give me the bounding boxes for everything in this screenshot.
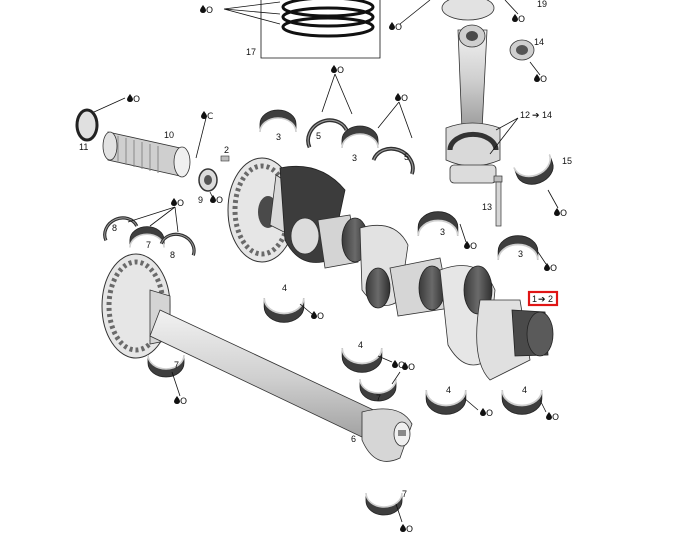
callout-4d: 4 (522, 385, 527, 395)
svg-text:O: O (317, 312, 324, 322)
callout-3c: 3 (440, 227, 445, 237)
thrust-washer-5b (374, 143, 418, 174)
callout-15: 15 (562, 156, 572, 166)
thrust-washer-5a (302, 114, 347, 148)
oil-seal (75, 108, 99, 142)
oil-callout-14: O (534, 74, 547, 85)
oil-callout-4a: O (311, 311, 324, 322)
oil-callout-top-right: O (512, 14, 525, 25)
svg-text:O: O (337, 66, 344, 76)
piston-pin-bushing (509, 39, 535, 61)
callout-10: 10 (164, 130, 174, 140)
callout-3a: 3 (276, 132, 281, 142)
svg-text:O: O (216, 196, 223, 206)
callout-17: 17 (246, 47, 256, 57)
grease-callout-10: C (201, 111, 213, 122)
callout-3b: 3 (352, 153, 357, 163)
callout-19: 19 (537, 0, 547, 9)
main-bearing-3a (258, 108, 298, 134)
balance-shaft (101, 253, 413, 462)
svg-text:O: O (552, 413, 559, 423)
callout-7a: 7 (146, 240, 151, 250)
svg-text:O: O (206, 6, 213, 16)
callout-2b: 2 (548, 294, 553, 304)
svg-text:O: O (560, 209, 567, 219)
callout-4b: 4 (358, 340, 363, 350)
callout-14: 14 (534, 37, 544, 47)
oil-callout-7d: O (400, 524, 413, 535)
svg-text:O: O (518, 15, 525, 25)
connecting-rod (441, 0, 501, 184)
callout-5b: 5 (404, 152, 409, 162)
pin-2 (220, 155, 230, 162)
callout-12: 12 (520, 110, 530, 120)
oil-callout-7c: O (402, 362, 415, 373)
callout-7b: 7 (174, 360, 179, 370)
oil-callout-3c: O (464, 241, 477, 252)
rod-bearing-15 (512, 153, 559, 191)
needle-bearing (198, 168, 218, 192)
callout-6: 6 (351, 434, 356, 444)
callout-2: 2 (224, 145, 229, 155)
svg-text:O: O (177, 199, 184, 209)
svg-text:O: O (401, 94, 408, 104)
svg-text:O: O (180, 397, 187, 407)
callout-8b: 8 (170, 250, 175, 260)
main-bearing-3c (417, 210, 459, 238)
callout-13: 13 (482, 202, 492, 212)
svg-text:O: O (550, 264, 557, 274)
balance-bearing-7d (364, 491, 404, 517)
oil-callout-9: O (210, 195, 223, 206)
oil-callout-11: O (127, 94, 140, 105)
callout-4a: 4 (282, 283, 287, 293)
oil-callout-5b: O (395, 93, 408, 104)
callout-11: 11 (79, 142, 88, 152)
thrust-washer-8b (161, 230, 198, 256)
piston-rings-group (223, 0, 381, 59)
svg-text:O: O (395, 23, 402, 33)
callout-4c: 4 (446, 385, 451, 395)
main-bearing-4a (263, 296, 305, 324)
svg-text:O: O (470, 242, 477, 252)
oil-callout-4d: O (546, 412, 559, 423)
svg-text:O: O (486, 409, 493, 419)
main-bearing-4b (341, 346, 383, 374)
svg-text:C: C (207, 112, 213, 122)
svg-text:O: O (406, 525, 413, 535)
gear-sleeve (102, 131, 191, 178)
callout-7d: 7 (402, 489, 407, 499)
callout-3d: 3 (518, 249, 523, 259)
oil-callout-4b: O (392, 360, 405, 371)
callout-9: 9 (198, 195, 203, 205)
callout-7c: 7 (376, 393, 381, 403)
callout-8a: 8 (112, 223, 117, 233)
arrow-right-icon: ➔ (538, 294, 546, 304)
svg-text:O: O (540, 75, 547, 85)
callout-14b: 14 (542, 110, 552, 120)
callout-1: 1 (532, 294, 537, 304)
rod-bolt (493, 175, 503, 227)
oil-callout-top-mid: O (389, 22, 402, 33)
crankshaft (227, 157, 554, 381)
arrow-right-icon: ➔ (532, 110, 540, 120)
svg-text:O: O (408, 363, 415, 373)
oil-callout-3d: O (544, 263, 557, 274)
ring-oil-callout: O (200, 5, 213, 16)
callout-5a: 5 (316, 131, 321, 141)
oil-callout-8: O (171, 198, 184, 209)
svg-text:O: O (398, 361, 405, 371)
oil-callout-5a: O (331, 65, 344, 76)
highlighted-callout-1-2[interactable]: 1 ➔ 2 (527, 290, 559, 307)
oil-callout-7b: O (174, 396, 187, 407)
oil-callout-4c: O (480, 408, 493, 419)
oil-callout-15: O (554, 208, 567, 219)
svg-text:O: O (133, 95, 140, 105)
